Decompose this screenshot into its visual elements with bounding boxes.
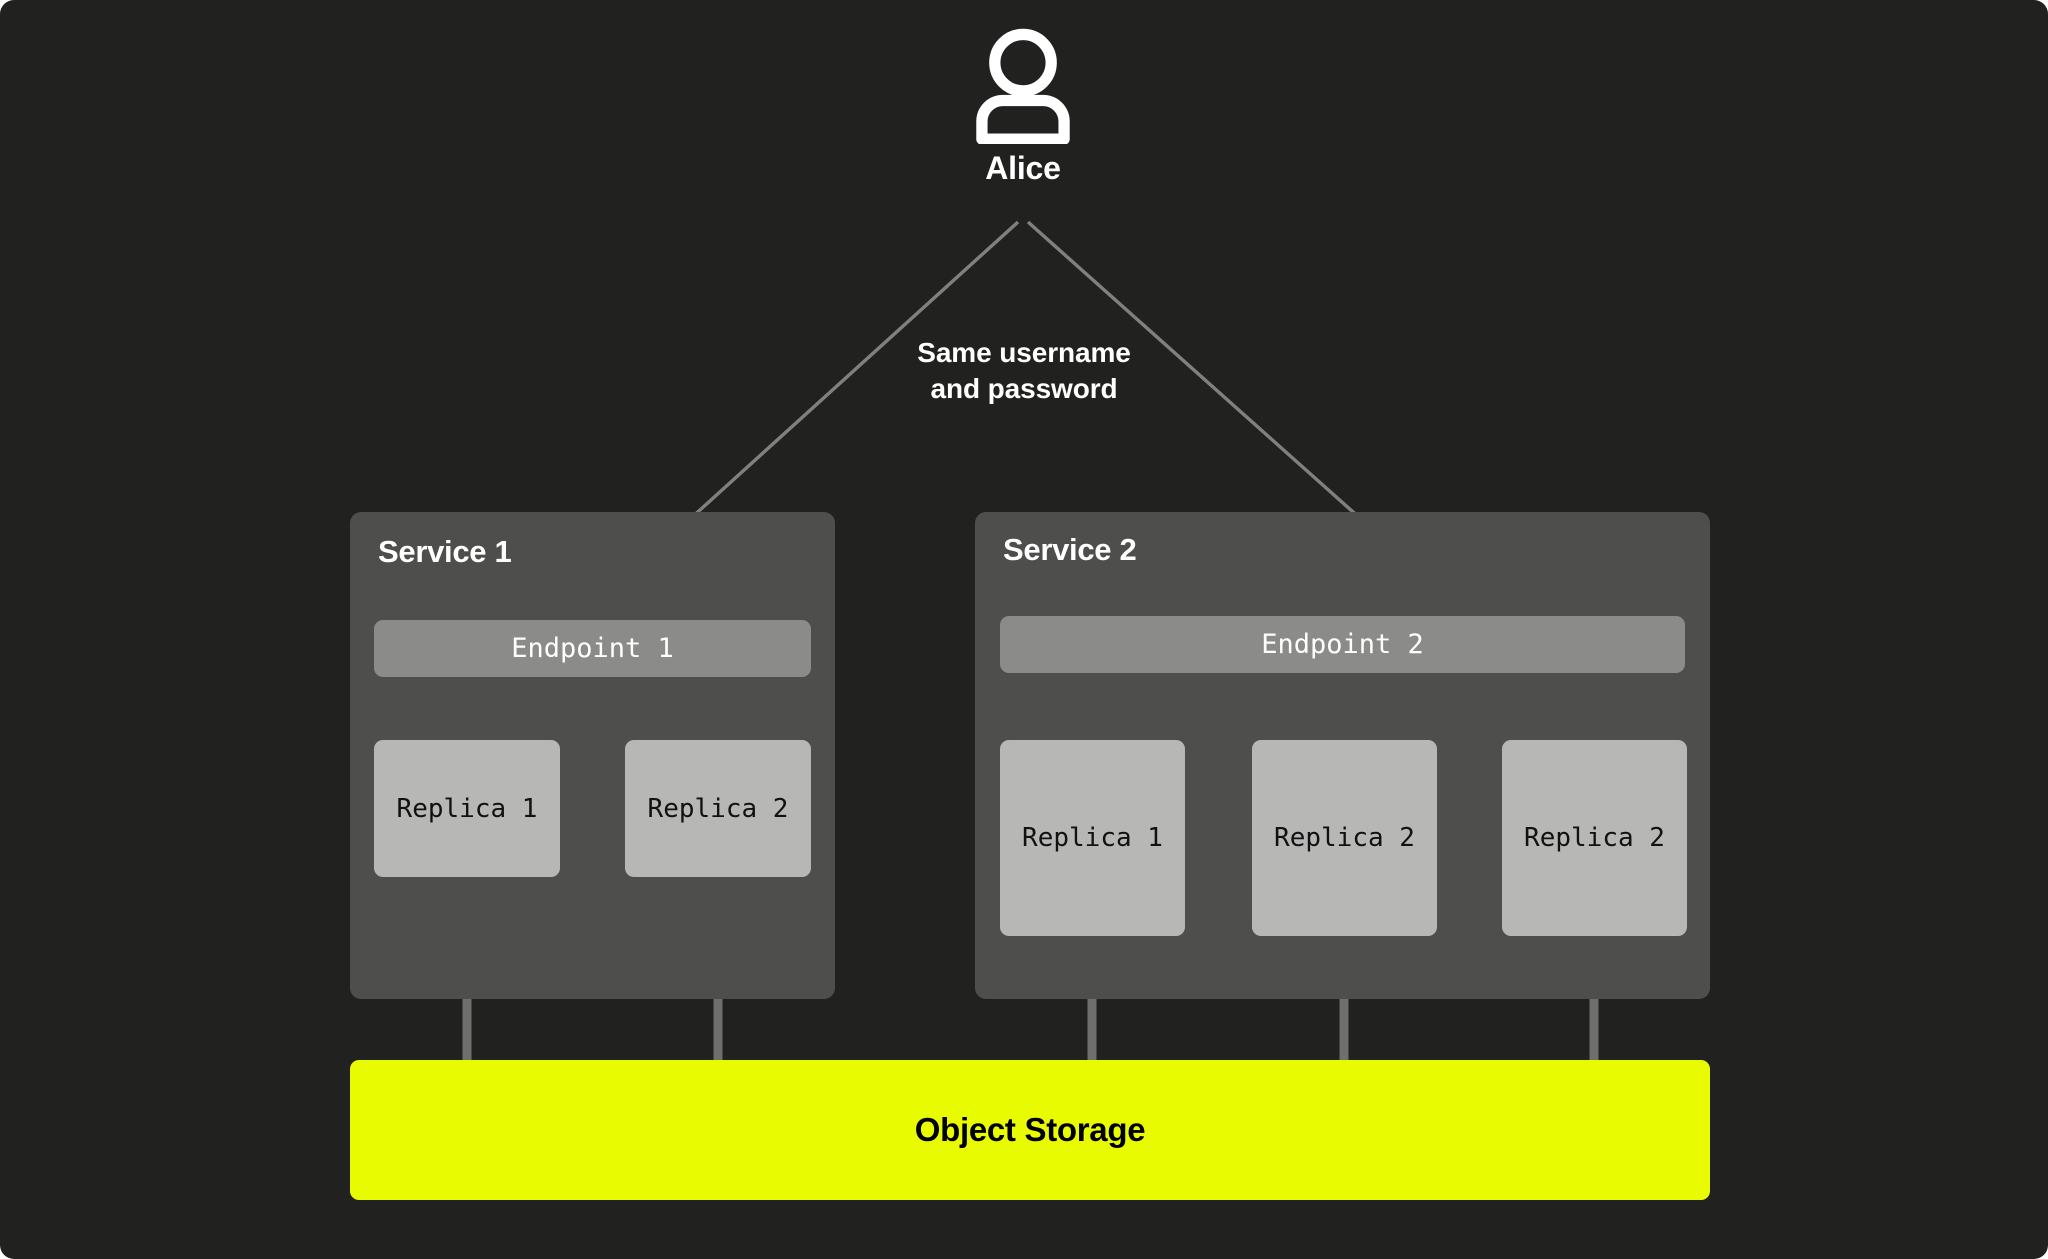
object-storage-label: Object Storage: [914, 1111, 1146, 1148]
endpoint-2[interactable]: Endpoint 2: [1000, 616, 1685, 673]
service-panel-1[interactable]: Service 1 Endpoint 1 Replica 1 Replica 2: [350, 512, 835, 999]
endpoint-1[interactable]: Endpoint 1: [374, 620, 811, 677]
replica-box[interactable]: Replica 2: [1252, 740, 1437, 936]
flow-note-line-1: Same username: [917, 337, 1131, 368]
user-icon: [976, 28, 1070, 144]
replica-box[interactable]: Replica 2: [625, 740, 811, 877]
service-panel-2[interactable]: Service 2 Endpoint 2 Replica 1 Replica 2…: [975, 512, 1710, 999]
replica-box[interactable]: Replica 1: [1000, 740, 1185, 936]
service-2-title: Service 2: [1003, 532, 1137, 567]
flow-note: Same username and password: [790, 335, 1258, 407]
object-storage-bar[interactable]: Object Storage: [350, 1060, 1710, 1200]
service-1-title: Service 1: [378, 534, 512, 569]
replica-box[interactable]: Replica 2: [1502, 740, 1687, 936]
actor-alice: Alice: [940, 28, 1106, 187]
actor-label: Alice: [985, 150, 1061, 186]
replica-box[interactable]: Replica 1: [374, 740, 560, 877]
flow-note-line-2: and password: [930, 372, 1118, 404]
